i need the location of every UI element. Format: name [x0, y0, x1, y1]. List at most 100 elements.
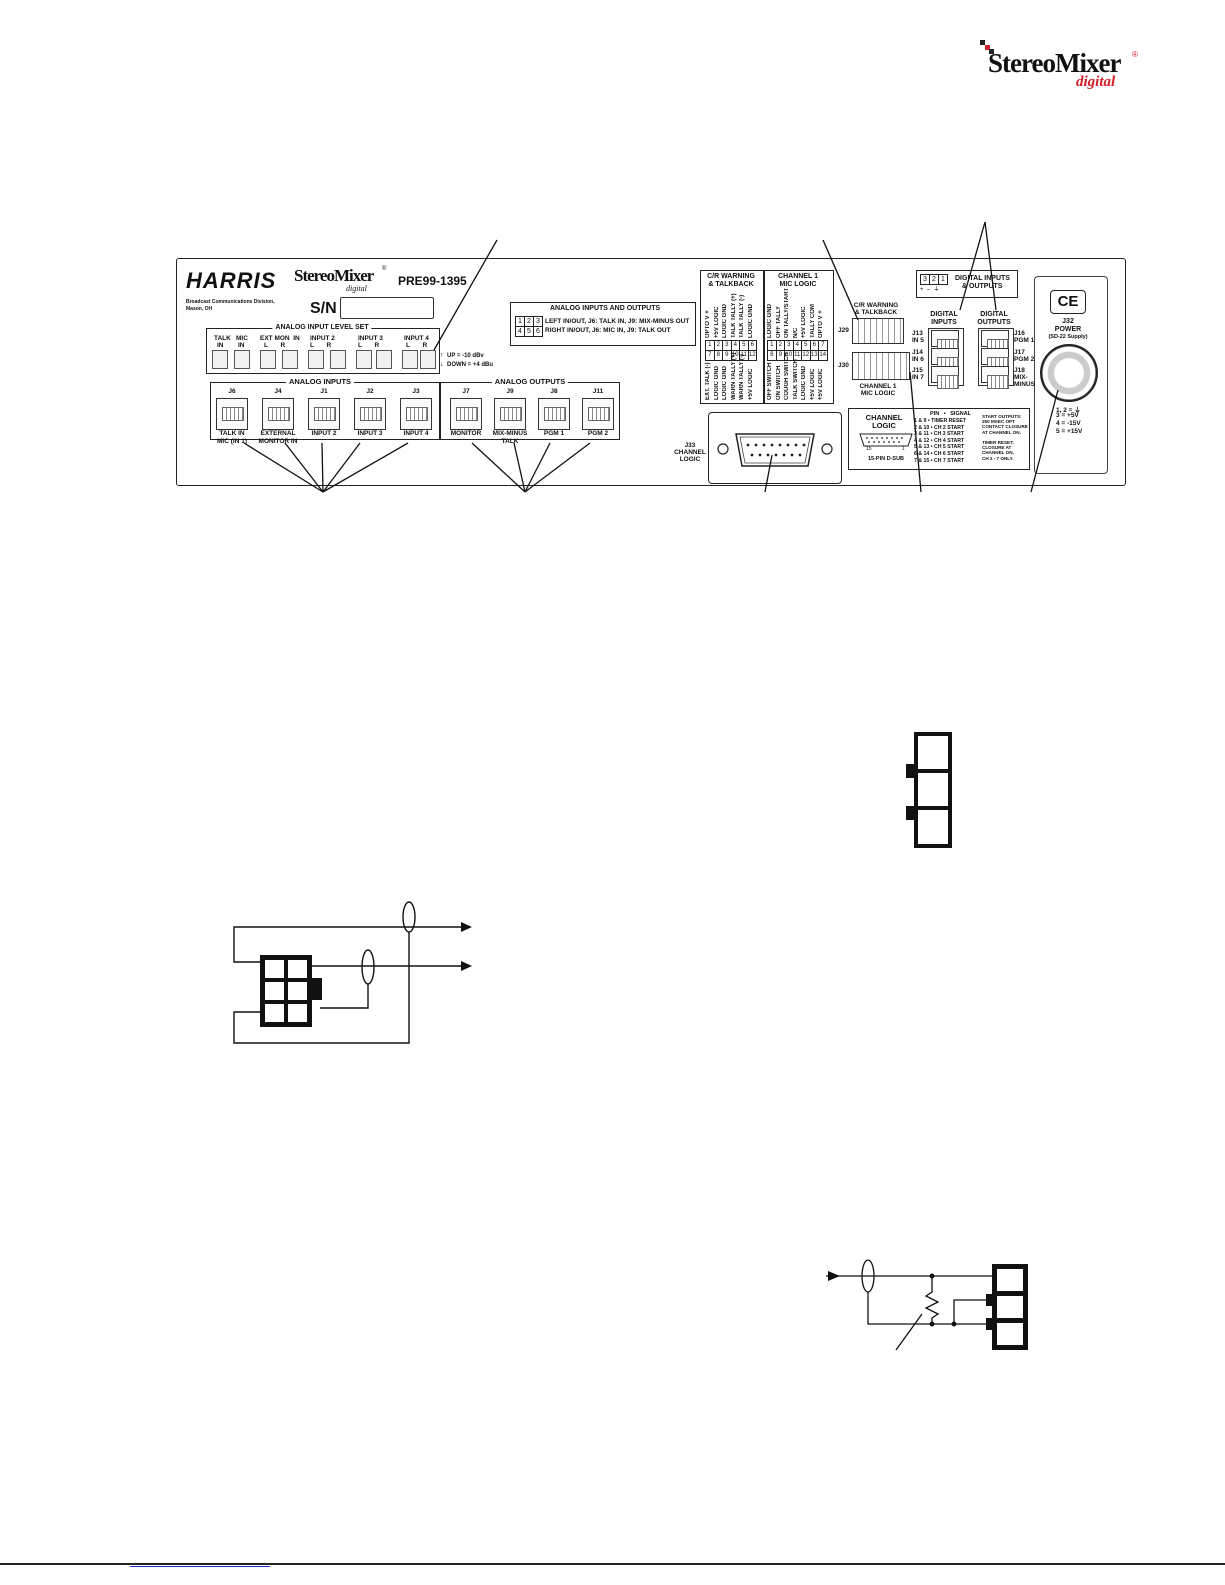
jack-id-j7: J7 [462, 388, 470, 395]
jack-id-j3: J3 [412, 388, 420, 395]
j33-label-2: CHANNEL [674, 449, 706, 456]
cr-header-label-1: C/R WARNING [853, 302, 899, 309]
level-group-input3-sub: L R [358, 342, 380, 349]
digital-outputs-title-1: DIGITAL [980, 311, 1008, 318]
digital-wiring-diagram [826, 1259, 1028, 1351]
dsub-connector[interactable] [714, 424, 836, 474]
jack-id-j4: J4 [274, 388, 282, 395]
panel-part-number: PRE99-1395 [398, 274, 467, 288]
jack-label-j6-b: MIC (IN 1) [217, 438, 247, 445]
j17-id: J17 [1014, 349, 1025, 356]
digital-output-jack-j17[interactable] [981, 348, 1009, 371]
channel-logic-note-line: CLOSURE AT [982, 445, 1012, 451]
analog-input-jack-j3[interactable] [400, 398, 432, 430]
j33-label-3: LOGIC [679, 456, 701, 463]
harris-logo: HARRIS [186, 268, 277, 293]
dsub-label: 15-PIN D-SUB [867, 456, 905, 462]
power-pin-2: 3 = +5V [1056, 412, 1079, 419]
harris-address-line-2: Mason, OH [186, 306, 213, 312]
channel1-logic-table [764, 270, 834, 404]
dip-switch-extmon-l[interactable] [260, 350, 276, 369]
digital-output-jack-j18[interactable] [981, 366, 1009, 389]
level-group-talk-sub: IN [217, 342, 224, 349]
dip-switch-extmon-r[interactable] [282, 350, 298, 369]
logo-squares-icon [980, 40, 994, 54]
power-pin-4: 5 = +15V [1056, 428, 1083, 435]
dip-switch-input4-l[interactable] [402, 350, 418, 369]
cr-warning-title-1: C/R WARNING [707, 273, 755, 280]
analog-io-line-1: LEFT IN/OUT, J6: TALK IN, J9: MIX-MINUS … [545, 318, 690, 325]
jack-label-j9-a: MIX-MINUS [492, 430, 528, 437]
digital-outputs-title-2: OUTPUTS [977, 319, 1011, 326]
jack-label-j4-a: EXTERNAL [260, 430, 296, 437]
brand-logo-name: StereoMixer [988, 48, 1121, 78]
cr-warning-table [700, 270, 764, 404]
digital-inputs-title-1: DIGITAL [930, 311, 958, 318]
dsub-diagram-icon [859, 433, 913, 447]
jack-label-j2: INPUT 3 [357, 430, 383, 437]
channel-logic-note-line: CH 2 - 7 ONLY. [982, 455, 1014, 461]
analog-output-jack-j9[interactable] [494, 398, 526, 430]
level-group-extmon: EXT MON IN [260, 335, 300, 342]
digital-input-jack-j15[interactable] [931, 366, 959, 389]
power-title-1: J32 [1062, 318, 1074, 325]
dip-switch-mic[interactable] [234, 350, 250, 369]
footer-rule [0, 1563, 1225, 1565]
panel-product-logo: StereoMixer [294, 266, 374, 285]
analog-input-jack-j6[interactable] [216, 398, 248, 430]
footer-link-underline[interactable] [130, 1566, 270, 1567]
analog-wiring-diagram [233, 901, 472, 1044]
dip-switch-input3-r[interactable] [376, 350, 392, 369]
j15-id: J15 [912, 367, 923, 374]
j13-id: J13 [912, 330, 923, 337]
power-din-connector[interactable] [1040, 344, 1098, 402]
jack-id-j2: J2 [366, 388, 374, 395]
j29-connector[interactable] [852, 318, 904, 344]
j16-id: J16 [1014, 330, 1025, 337]
power-pin-1: 1, 2 = ⏚ [1056, 407, 1081, 414]
j18-label-2: MINUS [1014, 381, 1035, 388]
analog-input-jack-j1[interactable] [308, 398, 340, 430]
dip-switch-input4-r[interactable] [420, 350, 436, 369]
dip-switch-input2-r[interactable] [330, 350, 346, 369]
channel-logic-pin-row: 2 & 10 • CH 2 START [914, 424, 965, 431]
jack-label-j8: PGM 1 [543, 430, 565, 437]
dip-switch-talk[interactable] [212, 350, 228, 369]
power-title-2: POWER [1054, 326, 1082, 333]
digital-io-title-2: & OUTPUTS [962, 283, 1003, 290]
analog-output-jack-j8[interactable] [538, 398, 570, 430]
digital-io-marks: + – ⏚ [920, 287, 940, 293]
j29-label: J29 [838, 327, 849, 334]
jack-label-j1: INPUT 2 [311, 430, 337, 437]
jack-label-j4-b: MONITOR IN [258, 438, 298, 445]
level-group-input4-sub: L R [406, 342, 428, 349]
j15-label: IN 7 [912, 374, 924, 381]
j18-label: MIX- [1014, 374, 1028, 381]
channel1-logic-title-1: CHANNEL 1 [778, 273, 818, 280]
analog-io-line-2: RIGHT IN/OUT, J6: MIC IN, J9: TALK OUT [545, 327, 671, 334]
analog-output-jack-j11[interactable] [582, 398, 614, 430]
rear-panel-right-bracket [1034, 276, 1108, 474]
digital-inputs-title-2: INPUTS [931, 319, 957, 326]
channel-logic-pin-row: 5 & 13 • CH 5 START [914, 444, 965, 451]
j33-label-1: J33 [684, 442, 696, 449]
channel-logic-pin-row: 3 & 11 • CH 3 START [914, 431, 964, 438]
dip-switch-input3-l[interactable] [356, 350, 372, 369]
channel-logic-note-line: START OUTPUTS: [982, 414, 1022, 419]
analog-output-jack-j7[interactable] [450, 398, 482, 430]
analog-io-pinout-box [510, 302, 696, 346]
level-legend-down: DOWN = +4 dBu [447, 362, 494, 368]
jack-id-j9: J9 [506, 388, 514, 395]
level-group-talk: TALK [214, 335, 231, 342]
j30-connector[interactable] [852, 352, 910, 380]
jack-id-j8: J8 [550, 388, 558, 395]
power-pin-3: 4 = -15V [1056, 420, 1081, 427]
analog-input-jack-j2[interactable] [354, 398, 386, 430]
analog-inputs-title: ANALOG INPUTS [285, 377, 355, 386]
level-group-input2: INPUT 2 [310, 335, 335, 342]
level-legend-up-icon: ↑ [440, 352, 444, 359]
level-legend-down-icon: ↓ [440, 361, 444, 368]
dip-switch-input2-l[interactable] [308, 350, 324, 369]
analog-input-jack-j4[interactable] [262, 398, 294, 430]
